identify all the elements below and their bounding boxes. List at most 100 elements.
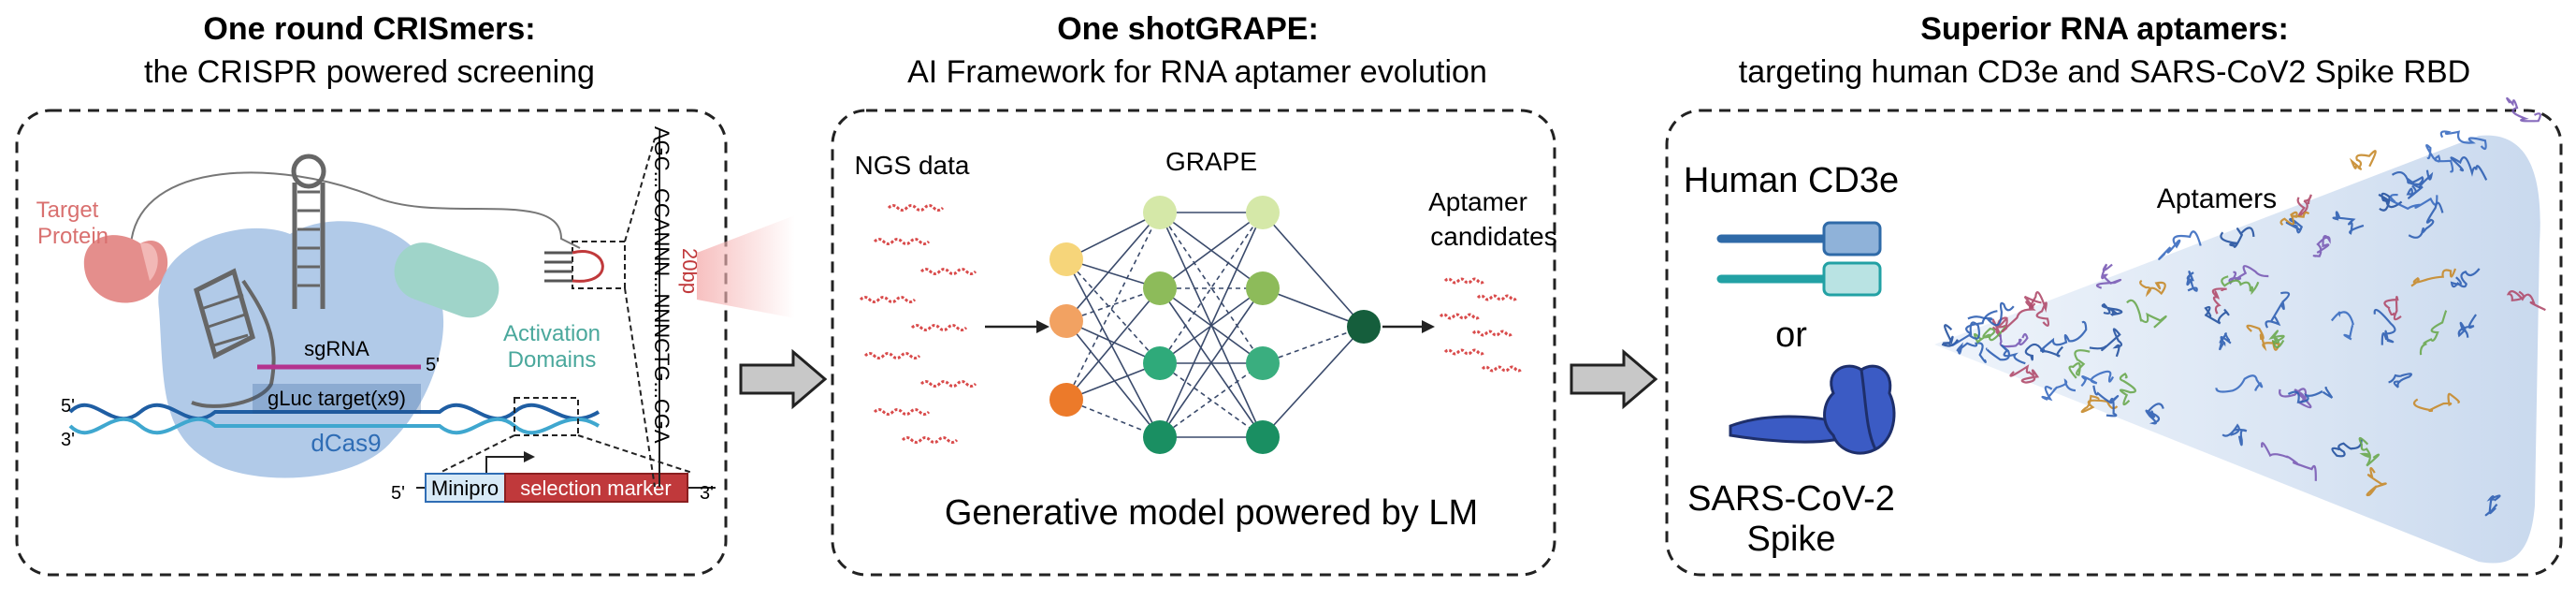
network-edges: [1065, 212, 1365, 438]
aptamer-ribbon: [2296, 194, 2312, 217]
aptamer-ribbon: [2029, 291, 2050, 327]
network-edge: [1065, 212, 1161, 322]
construct-5prime: 5': [391, 483, 405, 504]
ngs-read: [901, 436, 959, 444]
aptamer-ribbon: [2126, 299, 2167, 329]
aptamer-ribbon: [2287, 387, 2334, 403]
aptamer-ribbon: [2009, 364, 2040, 384]
network-node: [1246, 346, 1280, 380]
network-node: [1049, 383, 1083, 417]
aptamer-ribbon: [2001, 295, 2042, 333]
aptamers-label: Aptamers: [2157, 183, 2277, 214]
aptamer-ribbon: [2391, 171, 2424, 189]
candidate-read: [1476, 294, 1519, 301]
sgrna-hairpins: [191, 154, 326, 408]
network-nodes: [1049, 196, 1381, 454]
aptamer-cone: [1934, 135, 2540, 564]
ngs-read: [863, 352, 921, 359]
aptamer-ribbon: [2389, 193, 2439, 211]
panel2-subtitle: AI Framework for RNA aptamer evolution: [907, 54, 1487, 90]
network-node: [1347, 310, 1381, 344]
aptamer-ribbon: [2410, 268, 2457, 287]
ngs-read: [873, 238, 931, 245]
aptamer-ribbon: [2265, 291, 2291, 329]
aptamer-ribbon: [2450, 268, 2481, 288]
network-node: [1246, 420, 1280, 454]
output-arrowhead: [1422, 320, 1435, 333]
aptamer-ribbon: [1974, 326, 2007, 344]
cd3e-icon: [1716, 221, 1882, 297]
panel1-title: One round CRISmers:: [203, 11, 535, 47]
network-edge: [1065, 320, 1161, 364]
network-edge: [1159, 212, 1264, 438]
target-protein: [83, 235, 168, 303]
target-label: Target: [36, 198, 99, 223]
sequence-label: AGC...CCANNN...NNNCTG...CGA: [650, 126, 673, 444]
or-label: or: [1775, 315, 1807, 355]
aptamer-ribbon: [2139, 279, 2166, 298]
network-node: [1143, 420, 1177, 454]
aptamer-ribbon: [2419, 310, 2448, 356]
aptamer-ribbon: [2101, 302, 2123, 316]
aptamer-ribbon: [2332, 211, 2365, 235]
spike-label: Spike: [1746, 520, 1835, 559]
aptamer-ribbon: [2204, 305, 2230, 325]
aptamer-ribbon: [2408, 201, 2444, 239]
network-edge: [1065, 320, 1161, 438]
network-node: [1143, 196, 1177, 229]
aptamer-ribbon: [2220, 227, 2255, 248]
network-edge: [1065, 212, 1161, 401]
ngs-read: [859, 296, 917, 303]
aptamer-ribbon: [2457, 314, 2477, 338]
panel1-subtitle: the CRISPR powered screening: [144, 54, 595, 90]
aptamer-ribbon: [2406, 169, 2434, 199]
aptamer-ribbon: [2218, 332, 2232, 351]
aptamer-ribbon: [2119, 372, 2136, 406]
aptamer-ribbon: [1951, 310, 1998, 346]
candidate-read: [1439, 313, 1482, 320]
linker-line: [130, 171, 581, 249]
candidate-squiggles: [1439, 277, 1524, 373]
aptamer-ribbon: [2412, 392, 2460, 413]
ngs-read: [910, 324, 968, 331]
aptamer-ribbon: [2378, 192, 2403, 212]
panel2-title-part1: One shot: [1057, 11, 1194, 47]
aptamer-ribbon: [2312, 235, 2331, 257]
candidate-read: [1471, 330, 1514, 337]
ngs-read: [919, 268, 977, 275]
aptamer-ribbon: [2285, 217, 2303, 234]
aptamer-ribbon: [2349, 150, 2377, 170]
gluc-box: [253, 384, 421, 414]
candidate-read: [1443, 348, 1486, 356]
activation-label: Activation: [503, 321, 601, 346]
aptamer-ribbon: [2041, 378, 2077, 402]
panel2-title-part2: GRAPE:: [1195, 11, 1319, 47]
zoom-lines: [439, 434, 693, 474]
ngs-read: [919, 380, 977, 388]
aptamer-ribbon: [2330, 311, 2354, 341]
panel-aptamers: Superior RNA aptamers: targeting human C…: [1665, 11, 2563, 577]
sars-label: SARS-CoV-2: [1687, 479, 1895, 519]
panel2-frame: [831, 109, 1556, 577]
panel-crismers: One round CRISmers: the CRISPR powered s…: [15, 11, 728, 577]
aptamer-ribbon: [1985, 344, 2026, 365]
ngs-read: [887, 204, 945, 212]
panel3-title: Superior RNA aptamers:: [1920, 11, 2289, 47]
network-node: [1246, 196, 1280, 229]
network-edge: [1159, 212, 1264, 289]
minipro-box: [425, 473, 506, 503]
aptamer-ribbon: [2092, 385, 2120, 418]
network-edge: [1262, 287, 1365, 328]
network-edge: [1065, 212, 1161, 260]
aptamer-ribbon: [1941, 324, 1959, 347]
promoter-arrowhead: [524, 451, 535, 462]
aptamer-ribbon: [2145, 403, 2164, 425]
aptamer-ribbon: [2425, 144, 2454, 173]
aptamer-ribbon: [2039, 320, 2088, 352]
aptamer-ribbon: [2383, 296, 2402, 321]
aptamer-ribbon: [2358, 436, 2381, 467]
aptamer-ribbon: [2221, 423, 2248, 447]
sgrna-5prime: 5': [426, 355, 440, 375]
ngs-label: NGS data: [855, 151, 970, 180]
domains-label: Domains: [508, 347, 597, 373]
